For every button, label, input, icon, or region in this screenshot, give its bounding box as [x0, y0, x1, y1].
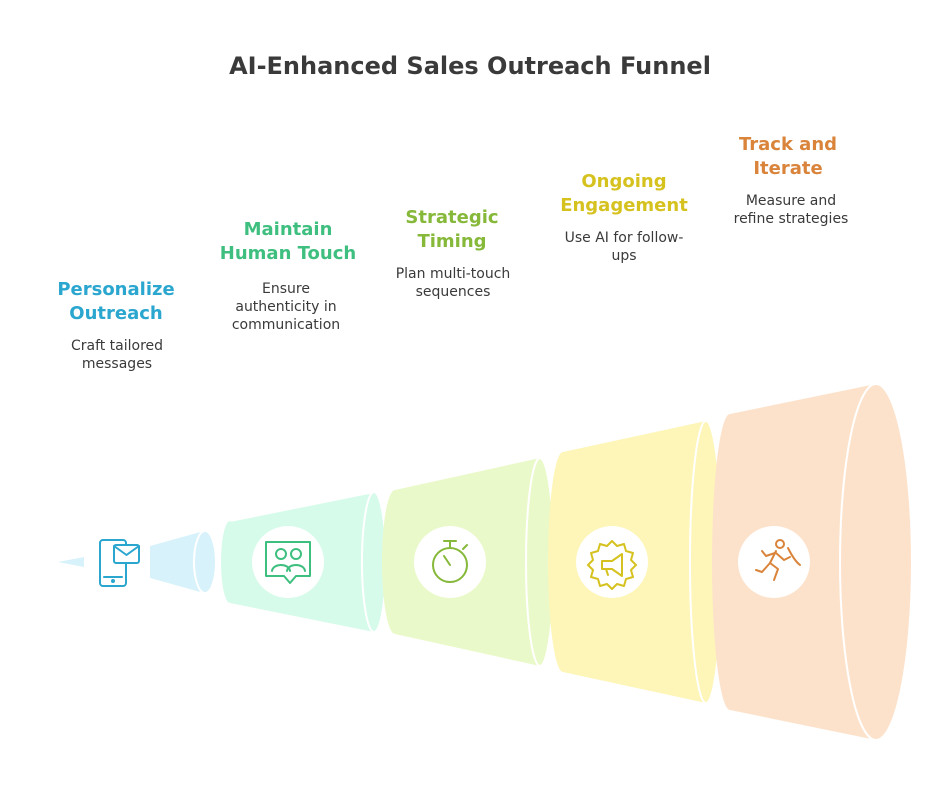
step-5-description-line-1: Measure and [745, 193, 837, 209]
step-1-description-line-2: messages [81, 356, 153, 372]
megaphone-badge-icon [587, 540, 637, 590]
step-5-description: Measure and refine strategies [716, 192, 866, 228]
step-3-heading-line-1: Strategic [405, 207, 499, 228]
icon-circle-2 [252, 526, 324, 598]
step-5-heading-line-2: Iterate [753, 158, 823, 179]
step-2-heading: Maintain Human Touch [198, 218, 378, 266]
step-1-heading-line-1: Personalize [57, 279, 175, 300]
step-3-description-line-2: sequences [415, 284, 491, 300]
funnel-segment-1 [58, 530, 217, 594]
step-2-description-line-2: authenticity in [235, 299, 337, 315]
icon-circle-3 [414, 526, 486, 598]
step-4-description-line-2: ups [611, 248, 637, 264]
step-1-description: Craft tailored messages [42, 337, 192, 373]
step-4-heading-line-1: Ongoing [581, 171, 667, 192]
step-5-description-line-2: refine strategies [733, 211, 849, 227]
step-2-heading-line-2: Human Touch [219, 243, 357, 264]
step-4-heading: Ongoing Engagement [534, 170, 714, 218]
step-2-description-line-3: communication [231, 317, 341, 333]
step-4-description: Use AI for follow- ups [549, 229, 699, 265]
step-3-description: Plan multi-touch sequences [378, 265, 528, 301]
step-1-description-line-1: Craft tailored [70, 338, 164, 354]
stopwatch-icon [432, 540, 468, 583]
step-2-description: Ensure authenticity in communication [211, 280, 361, 334]
icon-circle-5 [738, 526, 810, 598]
step-3-description-line-1: Plan multi-touch [395, 266, 511, 282]
step-3-heading-line-2: Timing [417, 231, 487, 252]
chat-people-icon [265, 541, 311, 584]
step-1-heading-line-2: Outreach [69, 303, 163, 324]
step-3-heading: Strategic Timing [362, 206, 542, 254]
diagram-title: AI-Enhanced Sales Outreach Funnel [229, 52, 711, 80]
step-5-heading-line-1: Track and [738, 134, 838, 155]
step-4-heading-line-2: Engagement [560, 195, 688, 216]
mobile-message-icon [99, 539, 140, 587]
step-1-heading: Personalize Outreach [26, 278, 206, 326]
step-2-description-line-1: Ensure [262, 281, 310, 297]
step-2-heading-line-1: Maintain [243, 219, 333, 240]
runner-finish-icon [755, 539, 801, 581]
step-4-description-line-1: Use AI for follow- [564, 230, 684, 246]
step-5-heading: Track and Iterate [698, 133, 878, 181]
